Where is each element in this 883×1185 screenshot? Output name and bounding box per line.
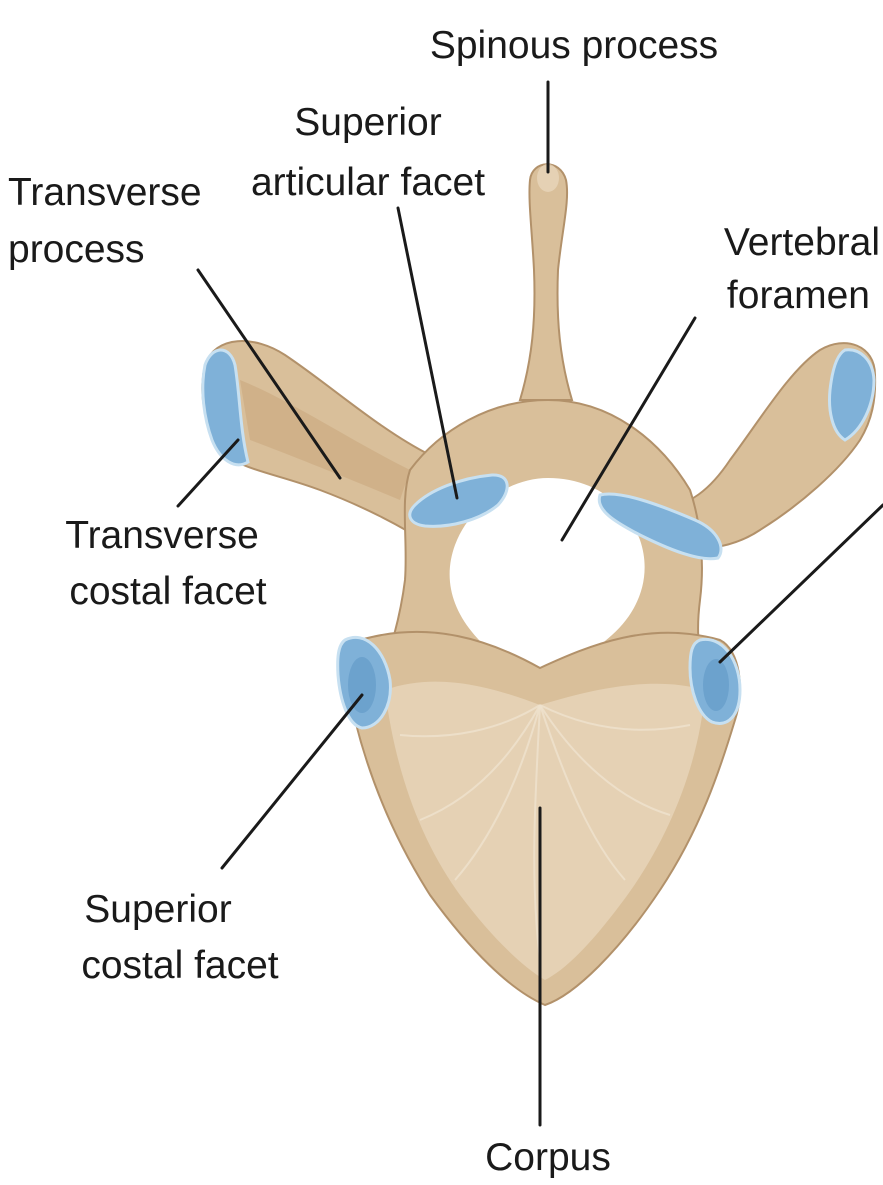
label-vertebral-foramen-line2: foramen (727, 274, 870, 317)
label-superior-costal-facet-line2: costal facet (81, 944, 278, 987)
label-transverse-process-line2: process (8, 228, 145, 271)
label-vertebral-foramen-line1: Vertebral (724, 221, 880, 264)
label-transverse-costal-facet-line2: costal facet (69, 570, 266, 613)
label-transverse-costal-facet-line1: Transverse (65, 514, 259, 557)
leader-transverse-costal-facet (178, 440, 238, 506)
label-superior-articular-facet-line2: articular facet (251, 161, 485, 204)
label-transverse-process-line1: Transverse (8, 171, 202, 214)
label-superior-costal-facet-line1: Superior (84, 888, 231, 931)
leader-superior-costal-facet (222, 695, 362, 868)
spinous-process-shape (520, 164, 572, 400)
label-spinous-process: Spinous process (430, 24, 718, 67)
label-superior-articular-facet-line1: Superior (294, 101, 441, 144)
label-corpus: Corpus (485, 1136, 611, 1179)
